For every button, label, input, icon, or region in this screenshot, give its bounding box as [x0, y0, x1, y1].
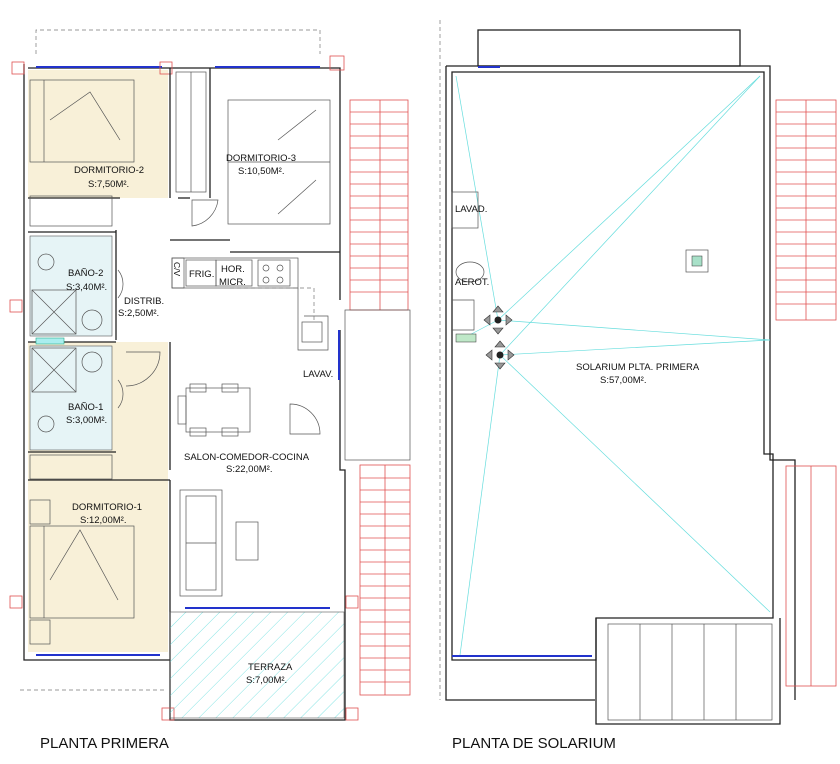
dormitorio-1-area: S:12,00M². — [80, 515, 126, 526]
dormitorio-2-name: DORMITORIO-2 — [74, 165, 144, 176]
frig-label: FRIG. — [189, 269, 214, 280]
planta-solarium: LAVAD. AEROT. SOLARIUM PLTA. PRIMERA S:5… — [439, 20, 837, 752]
lavad-label: LAVAD. — [455, 204, 487, 215]
sofa — [179, 489, 259, 597]
bano-2-fixtures — [29, 235, 113, 337]
dining-table — [177, 383, 251, 437]
planta-primera: DORMITORIO-2 S:7,50M². DORMITORIO-3 S:10… — [9, 29, 411, 752]
bano-1-area: S:3,00M². — [66, 415, 107, 426]
terraza-name: TERRAZA — [248, 662, 293, 673]
distrib-name: DISTRIB. — [124, 296, 164, 307]
terraza-area: S:7,00M². — [246, 675, 287, 686]
stairs-solarium — [775, 99, 837, 687]
planta-solarium-title: PLANTA DE SOLARIUM — [452, 735, 616, 752]
dormitorio-2-fill — [28, 70, 168, 198]
micr-label: MICR. — [219, 277, 246, 288]
kitchen — [171, 257, 329, 351]
solarium-area: S:57,00M². — [600, 375, 646, 386]
dormitorio-2-area: S:7,50M². — [88, 179, 129, 190]
salon-area: S:22,00M². — [226, 464, 272, 475]
dormitorio-1-name: DORMITORIO-1 — [72, 502, 142, 513]
bed-dormitorio-1 — [29, 499, 135, 645]
bano-1-name: BAÑO-1 — [68, 402, 103, 413]
salon-name: SALON-COMEDOR-COCINA — [184, 452, 310, 463]
dormitorio-3-name: DORMITORIO-3 — [226, 153, 296, 164]
cv-label: C/V — [172, 262, 182, 277]
bano-2-name: BAÑO-2 — [68, 268, 103, 279]
bed-dormitorio-3 — [227, 99, 331, 225]
solarium-name: SOLARIUM PLTA. PRIMERA — [576, 362, 700, 373]
bano-1-fixtures — [29, 337, 113, 451]
bano-2-area: S:3,40M². — [66, 282, 107, 293]
distrib-area: S:2,50M². — [118, 308, 159, 319]
hor-label: HOR. — [221, 264, 245, 275]
stairs-upper — [349, 99, 409, 311]
aerot-label: AEROT. — [455, 277, 489, 288]
planta-primera-title: PLANTA PRIMERA — [40, 735, 169, 752]
terraza-hatch — [169, 611, 345, 719]
stairs-lower — [359, 464, 411, 696]
bed-dormitorio-2 — [29, 79, 135, 163]
lavav-label: LAVAV. — [303, 369, 333, 380]
dormitorio-3-area: S:10,50M². — [238, 166, 284, 177]
